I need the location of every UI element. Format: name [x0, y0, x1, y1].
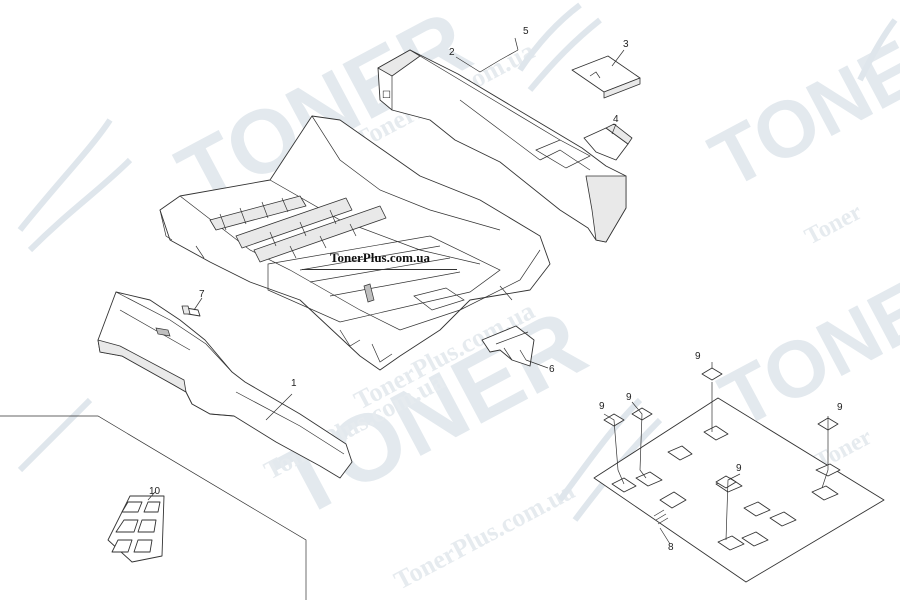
- part-2-top-cover: ☐: [377, 49, 627, 243]
- part-7-pin: [181, 305, 201, 317]
- watermark-brand: TONER: [696, 0, 900, 205]
- part-4-bracket: [583, 123, 633, 161]
- callout-1: 1: [291, 378, 297, 389]
- part-9-pads: [603, 367, 839, 489]
- callout-3: 3: [623, 39, 629, 50]
- watermark-site: TonerPlus.com.ua: [389, 476, 579, 595]
- leader-lines: [147, 37, 829, 545]
- callout-9: 9: [626, 392, 632, 403]
- callout-2: 2: [449, 47, 455, 58]
- callout-5: 5: [523, 26, 529, 37]
- watermark-site-short: Toner: [801, 199, 867, 251]
- site-label: TonerPlus.com.ua: [330, 250, 430, 265]
- part-10-label-panel: [0, 415, 307, 600]
- part-3-flap: [571, 55, 641, 99]
- watermark-swoosh: [857, 18, 898, 82]
- watermark-swoosh: [17, 397, 93, 473]
- callout-9: 9: [736, 463, 742, 474]
- callout-6: 6: [549, 364, 555, 375]
- callout-10: 10: [149, 486, 161, 497]
- watermark-swoosh: [517, 2, 602, 92]
- callout-8: 8: [668, 542, 674, 553]
- callout-4: 4: [613, 114, 619, 125]
- callouts: 2 5 3 4 7 1 6 8 10 9 9 9 9 9: [149, 26, 843, 553]
- site-label-underline: [302, 269, 457, 270]
- part-8-base-plate: [593, 397, 885, 583]
- callout-9: 9: [695, 351, 701, 362]
- part-1-guide: [97, 291, 353, 479]
- part-6-clip: [481, 325, 535, 367]
- callout-7: 7: [199, 289, 205, 300]
- svg-text:☐: ☐: [382, 90, 391, 101]
- main-frame-assembly: [159, 115, 551, 371]
- callout-9: 9: [837, 402, 843, 413]
- callout-9: 9: [599, 401, 605, 412]
- watermark-swoosh: [17, 118, 133, 253]
